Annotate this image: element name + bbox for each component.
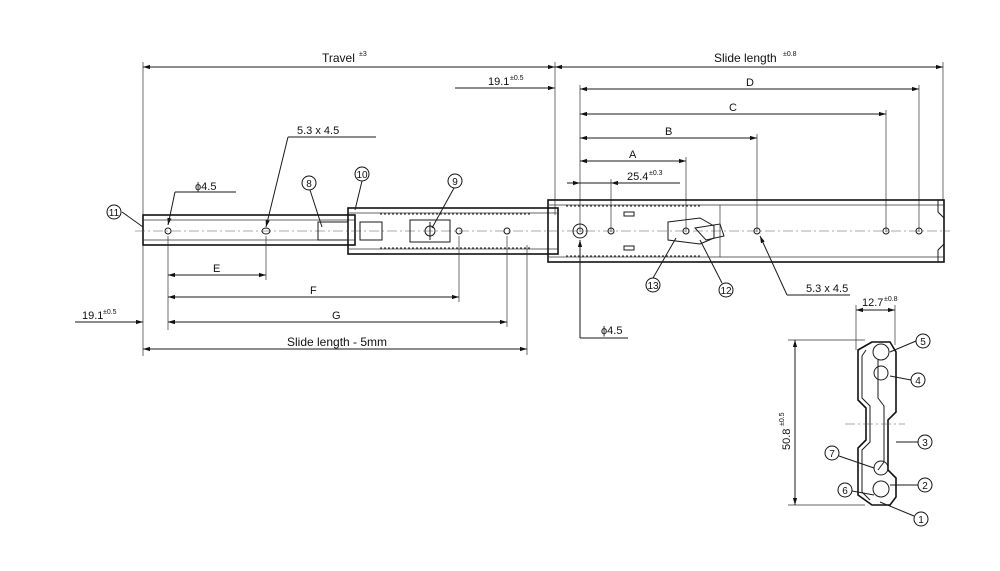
dim-E-label: E	[213, 263, 220, 275]
ball-row-upper	[380, 205, 700, 215]
callout-13: 13	[645, 237, 677, 293]
slot-top-label: 5.3 x 4.5	[297, 125, 339, 137]
front-offset-tolerance: ±0.5	[510, 75, 524, 82]
outer-hole	[607, 227, 615, 235]
left-offset-value: 19.1	[82, 310, 103, 322]
svg-text:1: 1	[918, 515, 924, 526]
travel-dimension: Travel ±3	[142, 51, 555, 215]
dim-C-label: C	[729, 102, 737, 114]
slot-callout-right: 5.3 x 4.5	[759, 235, 850, 296]
width-tolerance: ±0.8	[884, 296, 898, 303]
left-offset-tolerance: ±0.5	[103, 309, 117, 316]
outer-hole	[882, 227, 890, 235]
ball-row-lower	[380, 247, 700, 257]
svg-text:4: 4	[915, 376, 921, 387]
width-value: 12.7	[862, 297, 883, 309]
svg-text:11: 11	[109, 208, 120, 219]
slide-minus-dimension: Slide length - 5mm	[143, 245, 528, 355]
dimension-E: E	[168, 236, 267, 280]
svg-text:6: 6	[842, 486, 848, 497]
callout-3: 3	[896, 434, 933, 450]
svg-text:3: 3	[922, 438, 928, 449]
dimension-D: D	[580, 77, 920, 232]
outer-slot	[753, 227, 761, 235]
slot-callout-top: 5.3 x 4.5	[265, 125, 376, 228]
slide-length-label: Slide length	[714, 51, 777, 65]
callout-11: 11	[106, 204, 144, 228]
dim-D-label: D	[746, 77, 754, 89]
height-tolerance: ±0.5	[779, 412, 786, 426]
dim-B-label: B	[665, 126, 672, 138]
callout-12: 12	[699, 239, 734, 298]
dimension-B: B	[580, 126, 758, 232]
dim-A-label: A	[629, 149, 637, 161]
height-value: 50.8	[781, 429, 793, 450]
dimension-C: C	[580, 102, 887, 232]
callout-9: 9	[431, 173, 463, 229]
inner-slot	[261, 227, 271, 235]
diameter-callout-bottom: ϕ4.5	[577, 240, 628, 339]
callout-7: 7	[824, 445, 875, 469]
slide-minus-label: Slide length - 5mm	[287, 335, 387, 349]
callout-8: 8	[301, 175, 323, 228]
svg-text:2: 2	[922, 481, 928, 492]
svg-text:13: 13	[647, 281, 659, 292]
svg-text:12: 12	[720, 286, 732, 297]
inner-hole	[164, 227, 172, 235]
slide-length-tolerance: ±0.8	[783, 51, 797, 58]
callout-5: 5	[889, 333, 931, 353]
travel-label: Travel	[322, 51, 355, 65]
cross-section-view: 12.7 ±0.8 50.8 ±0.5	[779, 296, 905, 506]
front-offset-dimension: 19.1 ±0.5	[455, 75, 581, 232]
dimension-G: G	[168, 236, 508, 327]
callout-6: 6	[837, 482, 875, 498]
outer-large-hole	[572, 223, 588, 239]
dia-left-label: ϕ4.5	[195, 181, 216, 193]
outer-hole	[915, 227, 923, 235]
slide-length-dimension: Slide length ±0.8	[554, 51, 944, 215]
callout-10: 10	[354, 166, 370, 211]
pitch-tolerance: ±0.3	[649, 170, 663, 177]
diameter-callout-left: ϕ4.5	[167, 181, 236, 226]
left-offset-dimension: 19.1 ±0.5	[75, 236, 180, 356]
travel-tolerance: ±3	[359, 51, 367, 58]
dim-G-label: G	[332, 310, 341, 322]
mid-hole	[455, 227, 463, 235]
slide-side-view	[135, 199, 950, 263]
dimension-F: F	[168, 236, 460, 302]
pitch-dimension: 25.4 ±0.3	[567, 170, 680, 232]
svg-text:5: 5	[920, 337, 926, 348]
svg-text:10: 10	[356, 170, 368, 181]
pitch-value: 25.4	[627, 171, 648, 183]
slot-right-label: 5.3 x 4.5	[806, 283, 848, 295]
callout-4: 4	[889, 372, 926, 388]
svg-text:8: 8	[306, 179, 312, 190]
svg-text:7: 7	[829, 449, 835, 460]
callout-1: 1	[879, 501, 929, 527]
outer-hole	[682, 227, 690, 235]
dimension-A: A	[580, 149, 687, 232]
dia-bottom-label: ϕ4.5	[601, 325, 622, 337]
svg-text:9: 9	[452, 177, 458, 188]
callout-2: 2	[890, 477, 933, 493]
front-offset-value: 19.1	[488, 76, 509, 88]
dim-F-label: F	[310, 285, 317, 297]
mid-hole	[503, 227, 511, 235]
